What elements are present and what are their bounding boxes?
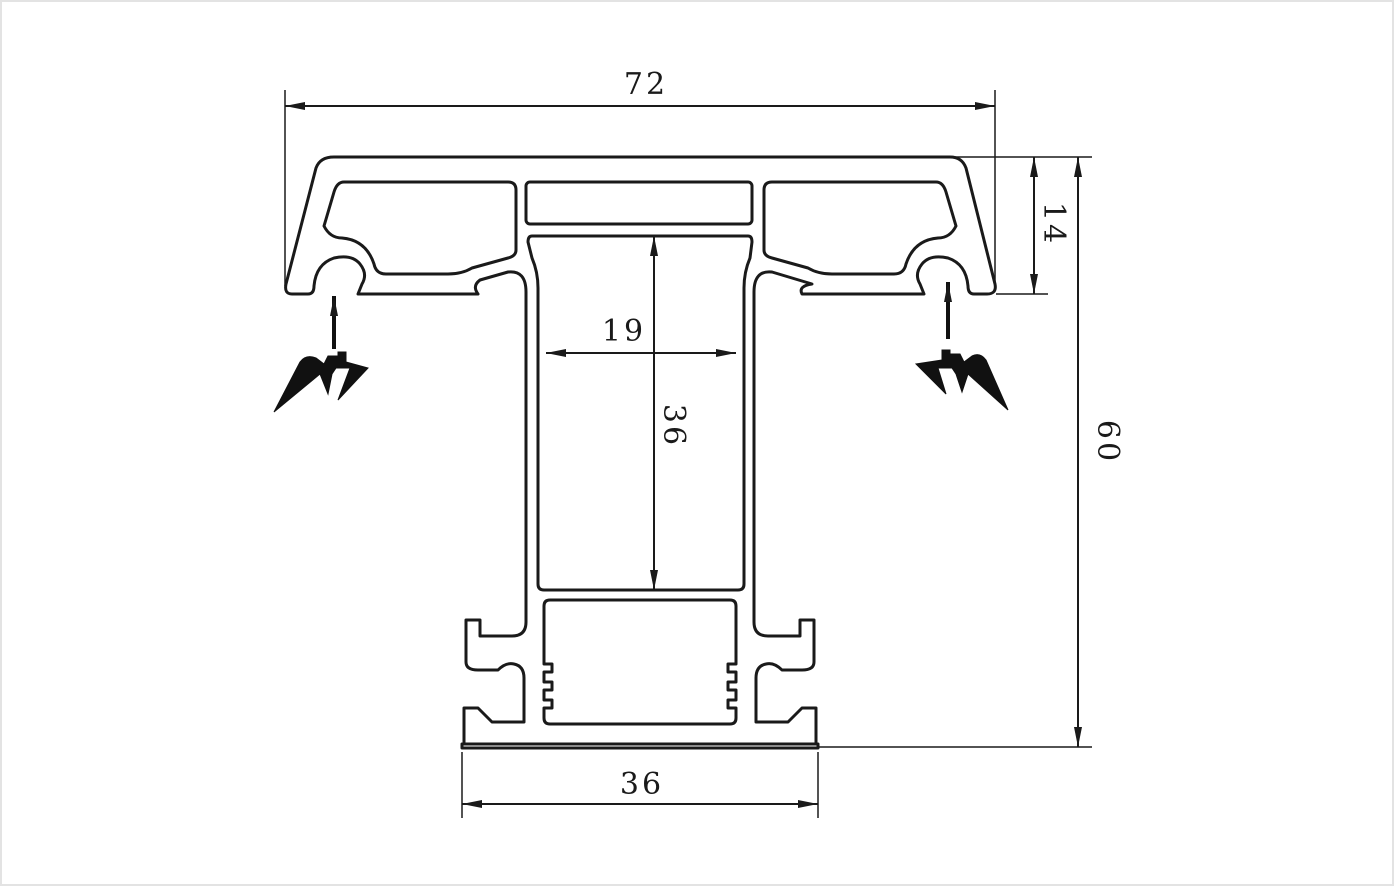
dim-flange-height: 14 — [954, 156, 1092, 295]
right-flange-chamber — [762, 180, 958, 276]
base-plate — [460, 742, 820, 750]
dim-inner-height-label: 36 — [656, 404, 691, 448]
main-web-chamber — [526, 234, 754, 592]
dim-base-width: 36 — [461, 752, 819, 818]
dim-inner-height: 36 — [650, 236, 691, 590]
dim-total-height-label: 60 — [1090, 420, 1125, 464]
left-gasket-icon — [273, 351, 369, 413]
dim-inner-width-label: 19 — [602, 314, 646, 349]
dim-base-width-label: 36 — [620, 767, 664, 802]
dim-total-height: 60 — [818, 157, 1125, 748]
dim-flange-height-label: 14 — [1036, 202, 1071, 246]
dim-top-width: 72 — [284, 67, 996, 290]
left-gasket — [273, 296, 369, 413]
profile-outline — [284, 155, 997, 750]
bottom-grooved-chamber — [542, 598, 738, 726]
dim-inner-width: 19 — [546, 314, 736, 357]
top-center-chamber — [524, 180, 754, 226]
dim-top-width-label: 72 — [624, 67, 668, 102]
outer-contour — [284, 155, 997, 746]
left-flange-chamber — [322, 180, 518, 276]
right-gasket — [914, 282, 1009, 411]
right-gasket-icon — [914, 349, 1009, 411]
